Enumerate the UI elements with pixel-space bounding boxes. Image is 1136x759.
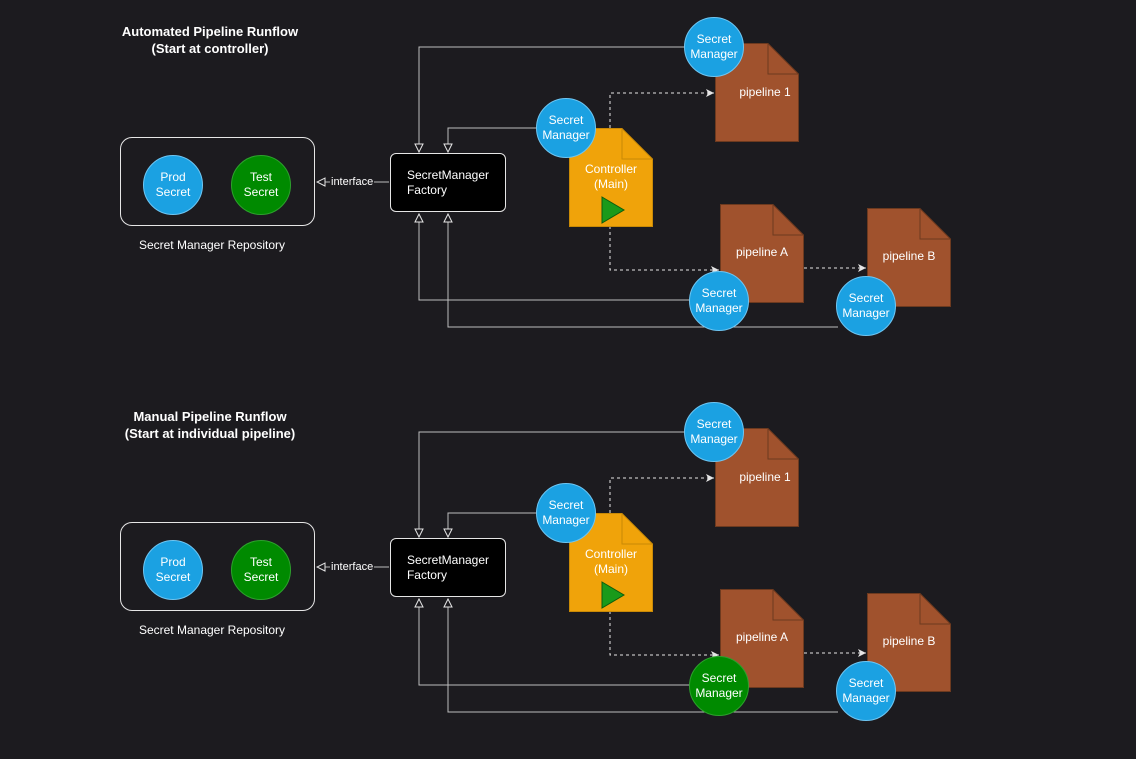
secret-manager-repository [120,522,315,611]
play-icon [601,581,625,609]
panel-title-line-2: (Start at individual pipeline) [124,426,296,441]
panel-title: Manual Pipeline Runflow (Start at indivi… [110,408,310,442]
runflow-panel: Automated Pipeline Runflow (Start at con… [0,0,1136,374]
pipeline-b-label: pipeline B [882,249,936,263]
controller-document: Controller(Main) [569,128,653,227]
runflow-panel: Manual Pipeline Runflow (Start at indivi… [0,385,1136,759]
panel-title-line-2: (Start at controller) [151,41,269,56]
pipeline-1-label: pipeline 1 [739,470,791,484]
pipeline-1-document: pipeline 1 [715,428,799,527]
controller-label: Controller(Main) [584,547,638,576]
play-icon [601,196,625,224]
panel-title: Automated Pipeline Runflow (Start at con… [110,23,310,57]
panel-title-line-1: Manual Pipeline Runflow [133,409,287,424]
pipeline-a-label: pipeline A [735,245,789,259]
pipeline-1-label: pipeline 1 [739,85,791,99]
panel-title-line-1: Automated Pipeline Runflow [121,24,299,39]
repository-label: Secret Manager Repository [138,623,286,637]
repository-label: Secret Manager Repository [138,238,286,252]
controller-label: Controller(Main) [584,162,638,191]
pipeline-1-document: pipeline 1 [715,43,799,142]
pipeline-b-label: pipeline B [882,634,936,648]
controller-document: Controller(Main) [569,513,653,612]
pipeline-a-label: pipeline A [735,630,789,644]
interface-label: interface [330,561,375,573]
pipeline-b-document: pipeline B [867,208,951,307]
interface-label: interface [330,176,375,188]
pipeline-a-document: pipeline A [720,589,804,688]
secret-manager-repository [120,137,315,226]
